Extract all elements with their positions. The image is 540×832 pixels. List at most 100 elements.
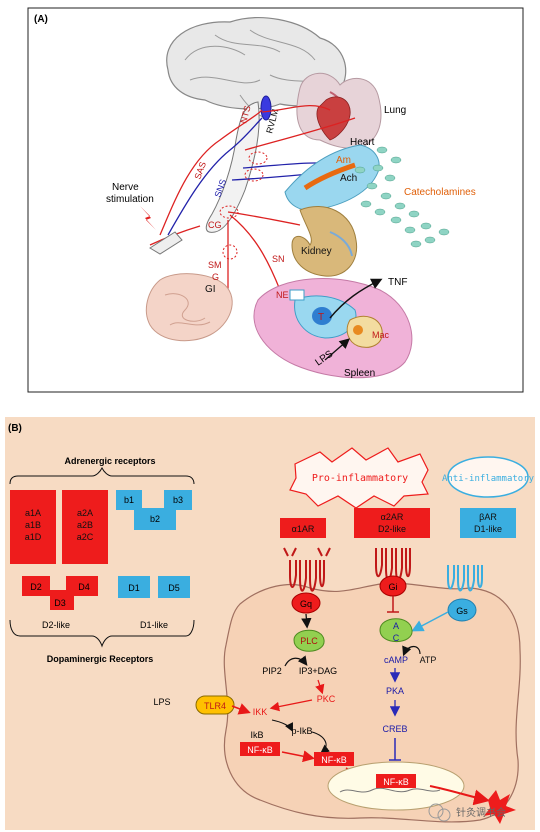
ganglia	[219, 151, 268, 260]
ne-box	[289, 289, 305, 301]
catecholamines-label: Catecholamines	[404, 187, 476, 198]
betaar-label-1: βAR	[479, 512, 497, 522]
d2-label: D2	[30, 582, 42, 592]
anti-inflammatory-ellipse	[447, 456, 529, 498]
a2-block	[62, 490, 108, 564]
kidney-illustration	[291, 206, 358, 277]
tnf-arrow	[329, 278, 383, 319]
g-label: G	[212, 272, 219, 282]
nfkb-complex-box	[240, 742, 280, 756]
ac-a-label: A	[393, 621, 399, 631]
a1a-label: a1A	[25, 508, 41, 518]
d2-like-block	[22, 576, 98, 610]
d1-label: D1	[128, 583, 140, 593]
plc-label: PLC	[300, 636, 318, 646]
nerve-stim-label-1: Nerve	[112, 182, 139, 193]
catecholamine-dots	[354, 146, 450, 248]
lung-label: Lung	[384, 105, 406, 116]
alpha2ar-label-1: α2AR	[381, 512, 404, 522]
b2-label: b2	[150, 514, 160, 524]
t-label: T	[318, 312, 324, 323]
pro-inflammatory-burst	[289, 447, 429, 509]
d1-block	[118, 576, 150, 598]
gq-label: Gq	[300, 599, 312, 609]
gs-protein	[447, 598, 477, 622]
cg-label: CG	[208, 220, 222, 230]
pro-inflammatory-label: Pro-inflammatory	[312, 473, 408, 484]
nerve-stim-label-2: stimulation	[106, 194, 154, 205]
lightning-icon	[140, 206, 156, 230]
d1-like-label: D1-like	[140, 620, 168, 630]
d2-like-label: D2-like	[42, 620, 70, 630]
dna-strand	[339, 787, 441, 793]
nerve-pathways	[149, 104, 356, 295]
watermark-text: 针灸调书会	[456, 806, 506, 819]
spleen-label: Spleen	[344, 368, 375, 379]
d5-label: D5	[168, 583, 180, 593]
anti-inflammatory-label: Anti-inflammatory	[442, 474, 535, 484]
gi-label: Gi	[389, 582, 398, 592]
adrenal-illustration	[284, 144, 380, 211]
ip3-dag-label: IP3+DAG	[299, 666, 337, 676]
b-block	[116, 490, 192, 530]
betaar-box	[460, 508, 516, 538]
pkc-label: PKC	[317, 694, 336, 704]
ip3-to-pkc-arrow	[315, 679, 325, 695]
alpha2ar-label-2: D2-like	[378, 524, 406, 534]
gs-label: Gs	[456, 606, 468, 616]
pip2-to-ip3-arrow	[284, 655, 308, 667]
ikb-label: IkB	[250, 730, 263, 740]
intestine-illustration	[145, 273, 233, 342]
alpha1ar-label: α1AR	[292, 524, 315, 534]
plc-enzyme	[293, 629, 325, 652]
gq-protein	[291, 592, 321, 614]
lps-arrow	[324, 338, 350, 361]
gq-to-plc-arrow	[301, 613, 312, 629]
lps-label-b: LPS	[153, 697, 170, 707]
pikb-degrade-arrow	[311, 731, 330, 754]
p-ikb-label: p-IkB	[291, 726, 312, 736]
creb-label: CREB	[382, 724, 407, 734]
d5-block	[158, 576, 190, 598]
nfkb-label-2: NF-κB	[321, 755, 347, 765]
tnf-label: TNF	[388, 277, 407, 288]
a1d-label: a1D	[25, 532, 42, 542]
electrode-icon	[149, 231, 183, 255]
pkc-to-ikk-arrow	[269, 699, 313, 712]
nfkb-label-1: NF-κB	[247, 745, 273, 755]
sm-label: SM	[208, 260, 222, 270]
a2c-label: a2C	[77, 532, 94, 542]
adrenergic-title: Adrenergic receptors	[64, 456, 155, 466]
nfkb-free-box	[314, 752, 354, 766]
watermark: 针灸调书会	[428, 803, 506, 822]
sas-label: SAS	[192, 160, 208, 180]
d4-label: D4	[78, 582, 90, 592]
a1-block	[10, 490, 56, 564]
alpha2ar-box	[354, 508, 430, 538]
tlr4-label: TLR4	[204, 701, 226, 711]
betaar-label-2: D1-like	[474, 524, 502, 534]
transcription-arrow	[429, 785, 490, 806]
panel-b-label: (B)	[8, 423, 22, 434]
adrenergic-brace	[9, 466, 195, 485]
nfkb-label-3: NF-κB	[383, 777, 409, 787]
b3-label: b3	[173, 495, 183, 505]
ikk-label: IKK	[253, 707, 268, 717]
kidney-label: Kidney	[301, 246, 332, 257]
dopaminergic-title: Dopaminergic Receptors	[47, 654, 154, 664]
heart-label: Heart	[350, 137, 375, 148]
nfkb-nuclear-box	[376, 774, 416, 788]
atp-label: ATP	[420, 655, 437, 665]
gi-inhibition-arrow	[387, 596, 399, 613]
betaar-receptor	[447, 565, 483, 592]
tlr4-to-ikk-arrow	[231, 703, 251, 715]
panel-a-label: (A)	[34, 14, 48, 25]
sn-label: SN	[272, 254, 285, 264]
pka-label: PKA	[386, 686, 404, 696]
ac-c-label: C	[393, 633, 400, 643]
alpha1ar-box	[280, 518, 326, 538]
mac-label: Mac	[372, 330, 390, 340]
a1b-label: a1B	[25, 520, 41, 530]
a2b-label: a2B	[77, 520, 93, 530]
